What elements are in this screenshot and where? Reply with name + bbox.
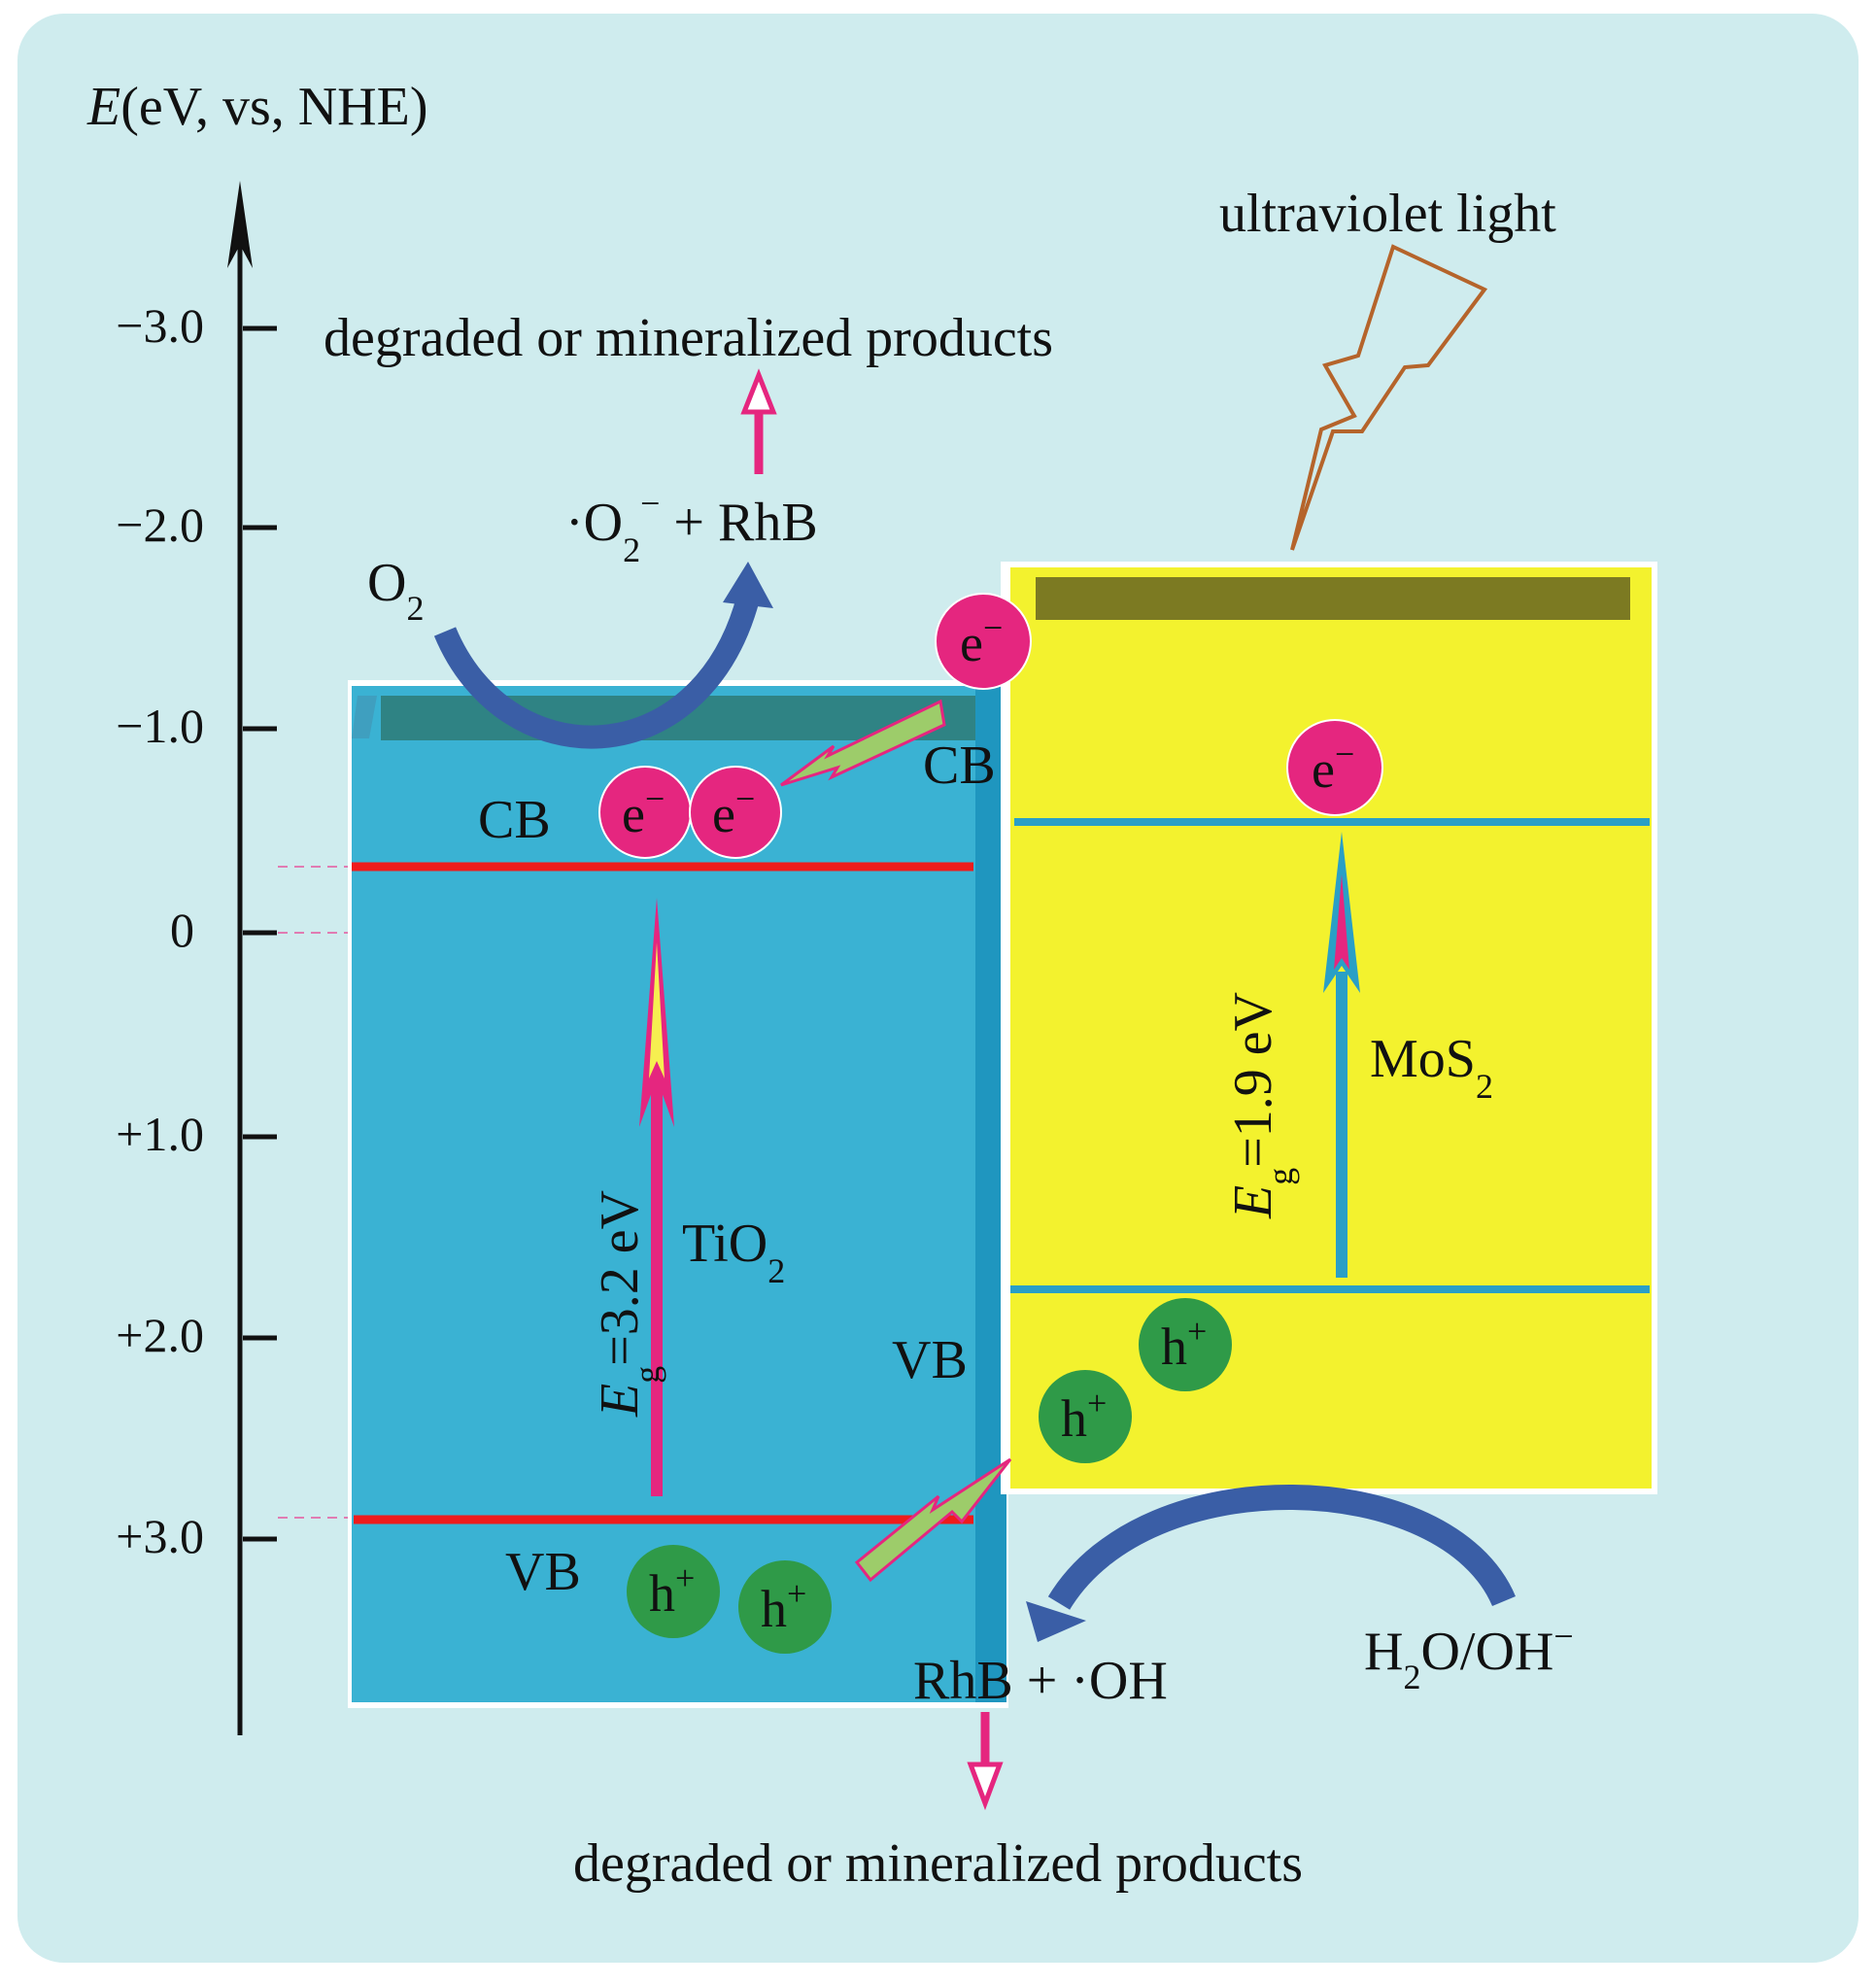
tick-label: +2.0 [116,1308,204,1362]
hole-label: h+ [649,1558,695,1623]
o2-reduction-arrow [433,595,760,749]
hole-mos2-2: h+ [1039,1370,1132,1463]
top-products-label: degraded or mineralized products [324,308,1053,368]
hole-tio2-1: h+ [627,1545,720,1638]
tick-label: −2.0 [116,497,204,552]
tio2-bandgap-label: Eg=3.2 eV [590,1190,666,1418]
ultraviolet-light-label: ultraviolet light [1219,184,1556,244]
electron-interface: e− [935,593,1032,690]
electron-tio2-2: e− [689,766,782,859]
lightning-icon [1290,244,1488,551]
energy-axis-arrowhead [227,181,253,268]
electron-tio2-1: e− [598,766,692,859]
mos2-body [1010,567,1652,1489]
tio2-block [348,680,1008,1708]
electron-transfer-arrow [780,699,946,787]
hole-mos2-1: h+ [1139,1298,1232,1391]
tio2-name: TiO2 [682,1214,785,1290]
tick-label: 0 [170,903,194,957]
mos2-excitation-arrowhead-inner [1334,874,1349,970]
tick-label: +3.0 [116,1509,204,1563]
tick-label: −3.0 [116,298,204,353]
hole-label: h+ [1161,1312,1207,1376]
axis-title: E(eV, vs, NHE) [86,77,427,137]
superoxide-label: ·O2− + RhB [565,484,818,569]
tick-label: −1.0 [116,699,204,753]
bottom-products-label: degraded or mineralized products [573,1833,1303,1894]
water-oxidation-arrow [1047,1485,1516,1610]
tio2-vb-label: VB [505,1542,581,1602]
bottom-products-arrowhead [967,1762,1004,1811]
hydroxyl-label: RhB + ·OH [913,1651,1168,1711]
tio2-excitation-arrowhead-inner [649,942,665,1078]
hole-label: h+ [761,1574,806,1638]
mos2-vb-label: VB [892,1330,968,1390]
water-label: H2O/OH− [1364,1617,1574,1696]
electron-label: e− [1312,735,1354,799]
mos2-bandgap-label: Eg=1.9 eV [1223,992,1300,1219]
water-oxidation-arrowhead [1026,1601,1086,1642]
tio2-cb-label: CB [478,790,551,850]
tick-label: +1.0 [116,1107,204,1161]
o2-reduction-arrowhead [723,562,773,608]
o2-label: O2 [367,553,424,628]
electron-label: e− [960,608,1003,672]
hole-transfer-arrow [854,1457,1012,1583]
tio2-body [352,686,975,1702]
tio2-edge-shading [352,696,377,738]
mos2-name: MoS2 [1370,1029,1493,1106]
mos2-block [1001,562,1657,1494]
axis-ticks: −3.0 −2.0 −1.0 0 +1.0 +2.0 +3.0 [116,298,277,1563]
mos2-cb-label: CB [923,736,996,796]
top-products-arrowhead [740,368,777,415]
electron-label: e− [712,779,755,843]
electron-label: e− [622,779,665,843]
hole-label: h+ [1061,1384,1107,1448]
mos2-cb-shading [1036,577,1630,620]
hole-tio2-2: h+ [738,1560,832,1654]
electron-mos2: e− [1286,719,1383,816]
